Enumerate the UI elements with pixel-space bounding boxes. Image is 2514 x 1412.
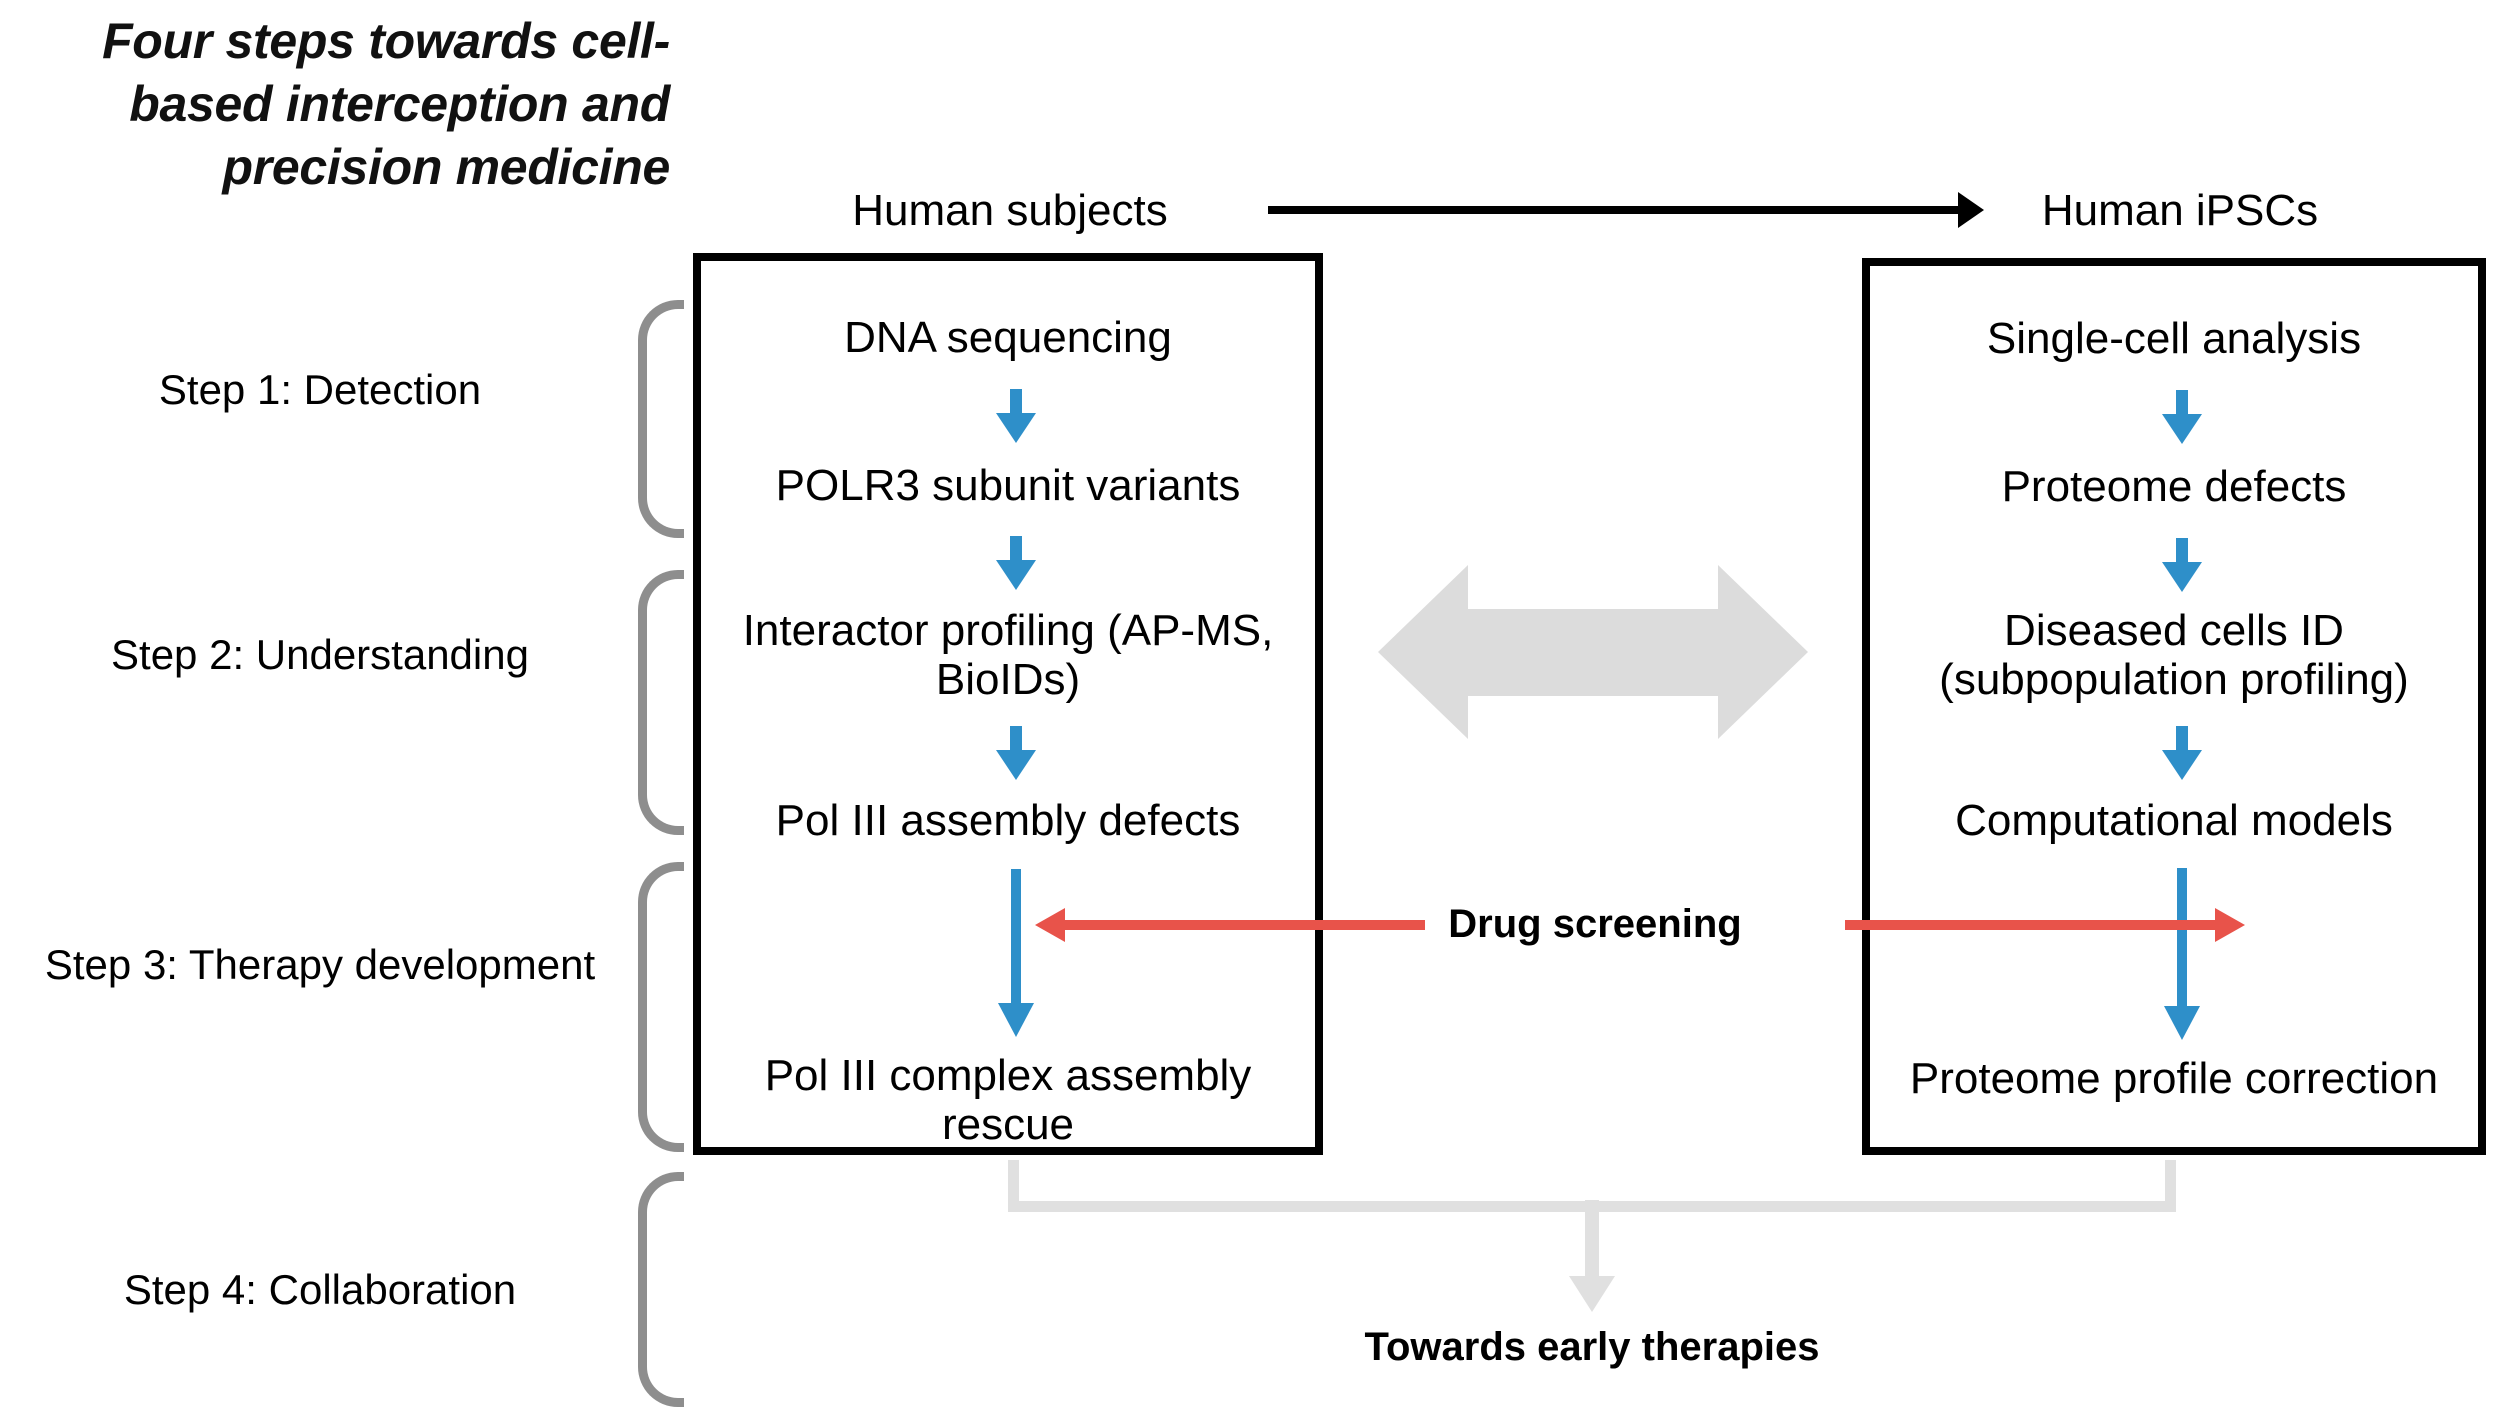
step-label-1: Step 1: Detection bbox=[158, 366, 482, 413]
step-bracket-3 bbox=[638, 862, 684, 1152]
drug-screening-label: Drug screening bbox=[1448, 902, 1742, 946]
down-arrow-icon bbox=[996, 536, 1036, 590]
column-header-left: Human subjects bbox=[852, 186, 1168, 235]
outcome-label: Towards early therapies bbox=[1364, 1325, 1820, 1369]
panel-human-ipscs: Single-cell analysis Proteome defects Di… bbox=[1862, 258, 2486, 1155]
step-label-2: Step 2: Understanding bbox=[111, 631, 529, 678]
down-arrow-icon bbox=[996, 726, 1036, 780]
figure-title: Four steps towards cell-based intercepti… bbox=[102, 13, 670, 195]
column-header-right: Human iPSCs bbox=[2041, 186, 2319, 235]
step-bracket-1 bbox=[638, 300, 684, 538]
down-arrow-icon bbox=[2162, 726, 2202, 780]
panel-right-row-5: Proteome profile correction bbox=[1909, 1054, 2439, 1103]
down-arrow-icon bbox=[2162, 390, 2202, 444]
panel-left-row-4: Pol III assembly defects bbox=[775, 796, 1241, 845]
panel-left-row-5: Pol III complex assembly rescue bbox=[764, 1051, 1252, 1150]
drug-screening-arrow-left-icon bbox=[1035, 908, 1425, 942]
panel-right-row-4: Computational models bbox=[1955, 796, 2393, 845]
outcome-down-arrow-icon bbox=[1569, 1200, 1615, 1312]
panel-left-row-3: Interactor profiling (AP-MS, BioIDs) bbox=[742, 606, 1274, 705]
drug-screening-arrow-right-icon bbox=[1845, 908, 2245, 942]
down-arrow-long-icon bbox=[2162, 868, 2202, 1040]
panel-right-row-3: Diseased cells ID (subpopulation profili… bbox=[1939, 606, 2409, 705]
bidirectional-exchange-arrow-icon bbox=[1378, 565, 1808, 740]
panel-left-row-2: POLR3 subunit variants bbox=[775, 461, 1241, 510]
down-arrow-icon bbox=[996, 389, 1036, 443]
step-label-3: Step 3: Therapy development bbox=[44, 941, 596, 988]
transfer-arrow-icon bbox=[1268, 190, 1984, 230]
step-label-4: Step 4: Collaboration bbox=[123, 1266, 517, 1313]
panel-human-subjects: DNA sequencing POLR3 subunit variants In… bbox=[693, 253, 1323, 1155]
step-bracket-4 bbox=[638, 1172, 684, 1407]
down-arrow-long-icon bbox=[996, 869, 1036, 1037]
panel-right-row-1: Single-cell analysis bbox=[1986, 314, 2362, 363]
step-bracket-2 bbox=[638, 570, 684, 835]
down-arrow-icon bbox=[2162, 538, 2202, 592]
panel-right-row-2: Proteome defects bbox=[2001, 462, 2347, 511]
panel-left-row-1: DNA sequencing bbox=[844, 313, 1172, 362]
